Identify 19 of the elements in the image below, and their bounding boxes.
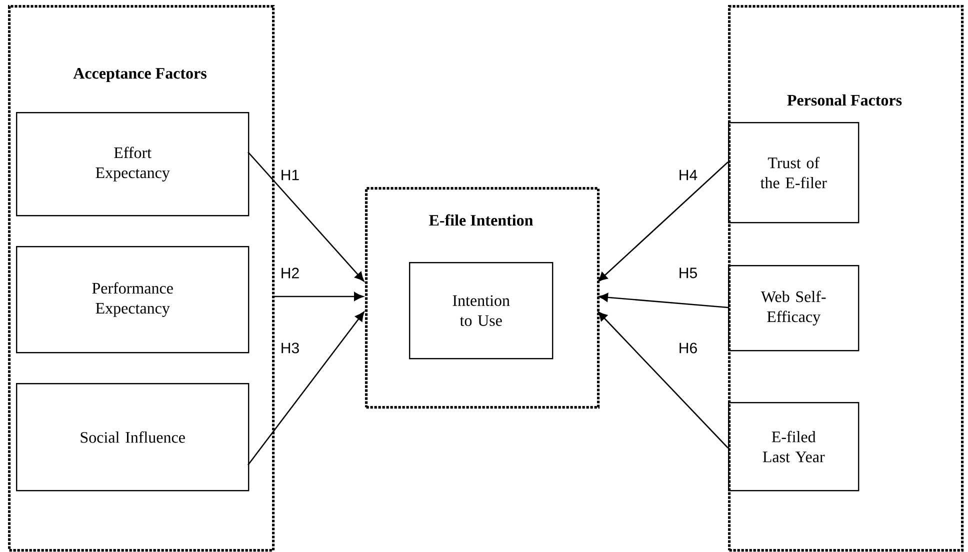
edge-label: H2	[279, 266, 301, 280]
factor-box: Intention to Use	[409, 262, 554, 360]
arrow	[598, 162, 728, 282]
arrow	[598, 311, 728, 448]
arrow	[248, 152, 364, 282]
edge-label: H4	[677, 168, 699, 182]
edge-label: H3	[279, 342, 301, 354]
arrow	[247, 312, 364, 466]
factor-box: Performance Expectancy	[16, 246, 250, 354]
factor-box: Social Influence	[16, 383, 250, 492]
edge-label: H6	[677, 342, 699, 354]
arrow	[598, 293, 728, 308]
arrow	[272, 292, 364, 301]
factor-box: Web Self-Efficacy	[728, 265, 860, 352]
factor-box: Trust of the E-filer	[728, 122, 860, 224]
edge-label: H5	[677, 266, 699, 280]
factor-box: Effort Expectancy	[16, 112, 250, 216]
factor-box: E-filed Last Year	[728, 402, 860, 492]
edge-label: H1	[279, 168, 301, 182]
